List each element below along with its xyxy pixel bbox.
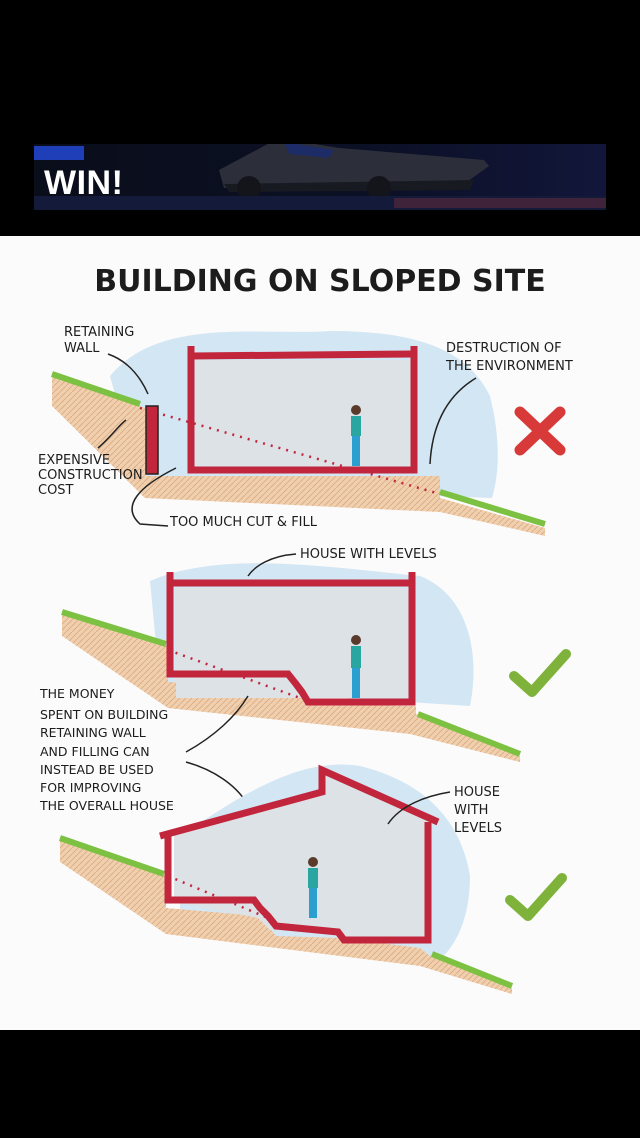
truck-image <box>34 144 606 210</box>
label-house-with-levels-2: HOUSE WITH LEVELS <box>454 785 504 836</box>
section-sloped-roof: HOUSE WITH LEVELS <box>59 764 567 994</box>
promo-text: WIN! <box>44 164 124 202</box>
house-interior <box>196 360 412 466</box>
house-walls <box>166 572 416 706</box>
diagram-title: BUILDING ON SLOPED SITE <box>94 264 546 299</box>
label-money-note: THE MONEY SPENT ON BUILDING RETAINING WA… <box>39 686 174 813</box>
label-cut-fill: TOO MUCH CUT & FILL <box>169 515 318 530</box>
person-figure <box>351 635 361 698</box>
banner-strip <box>34 144 606 210</box>
label-destruction: DESTRUCTION OF THE ENVIRONMENT <box>445 341 573 374</box>
check-icon <box>505 873 567 921</box>
grass <box>59 835 165 877</box>
section-retaining-wall: RETAINING WALL EXPENSIVE CONSTRUCTION CO… <box>38 325 573 536</box>
grass <box>61 609 167 647</box>
cross-icon <box>514 406 566 456</box>
label-house-with-levels: HOUSE WITH LEVELS <box>300 547 437 562</box>
diagram-panel: BUILDING ON SLOPED SITE RETAINING WALL <box>0 236 640 1030</box>
grass <box>439 489 546 527</box>
house-walls <box>164 822 432 944</box>
person-figure <box>308 857 318 918</box>
sloped-site-diagram: BUILDING ON SLOPED SITE RETAINING WALL <box>38 264 573 994</box>
video-banner: WIN! <box>0 0 640 236</box>
person-figure <box>351 405 361 466</box>
house-walls <box>187 346 418 474</box>
grass <box>416 711 522 757</box>
check-icon <box>509 649 571 697</box>
house-roof <box>159 764 440 840</box>
label-expensive-cost: EXPENSIVE CONSTRUCTION COST <box>38 453 147 498</box>
banner-accent <box>34 146 84 160</box>
bottom-bar <box>0 1030 640 1138</box>
grass <box>51 371 141 407</box>
retaining-wall <box>145 405 159 475</box>
house-roof <box>190 350 417 360</box>
label-retaining-wall: RETAINING WALL <box>64 325 138 356</box>
section-house-levels: HOUSE WITH LEVELS THE MONEY SPENT ON BUI… <box>39 547 571 813</box>
grass <box>430 951 514 989</box>
